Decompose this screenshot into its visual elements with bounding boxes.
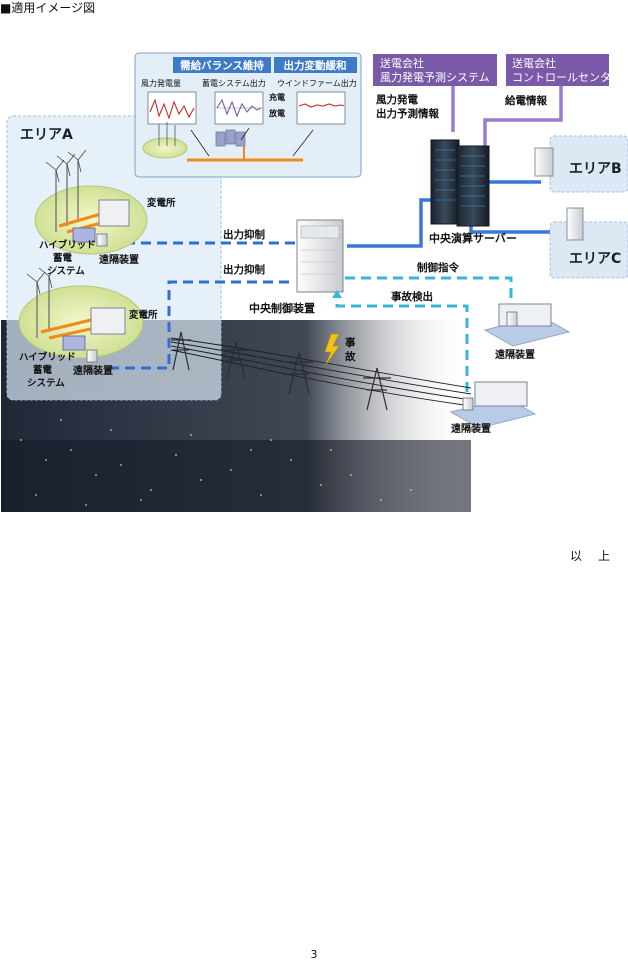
svg-text:風力発電予測システム: 風力発電予測システム: [380, 70, 490, 84]
label-charge: 充電: [269, 92, 285, 102]
site2-illustration: [18, 265, 144, 363]
area-b-cabinet: [534, 147, 554, 177]
city-night-background: [1, 320, 471, 512]
site2-substation-label: 変電所: [129, 309, 158, 321]
svg-text:送電会社: 送電会社: [380, 56, 424, 70]
output-suppression-links: [109, 241, 295, 370]
graph-label-wind: 風力発電量: [141, 78, 181, 88]
site2-remote-label: 遠隔装置: [73, 364, 113, 377]
inset-panel: 需給バランス維持 出力変動緩和 風力発電量 蓄電システム出力 ウインドファーム出…: [134, 52, 362, 178]
area-c-label: エリアC: [569, 251, 621, 267]
purple-links: [451, 86, 563, 148]
svg-text:送電会社: 送電会社: [512, 56, 556, 70]
suppression-label-2: 出力抑制: [223, 263, 265, 276]
incident-label-1: 事: [345, 336, 356, 349]
control-command-label: 制御指令: [417, 261, 459, 274]
site1-substation-label: 変電所: [147, 197, 176, 209]
figure-heading: ■適用イメージ図: [0, 1, 96, 15]
remote-substation-2: [449, 381, 537, 429]
area-c-panel: [549, 221, 628, 279]
graph-label-storage: 蓄電システム出力: [202, 78, 266, 88]
site1-hybrid-label-1: ハイブリッド: [39, 239, 96, 251]
site2-hybrid-label-2: 蓄電: [33, 364, 53, 376]
dispatch-info-label: 給電情報: [505, 94, 547, 107]
application-image-figure: エリアA 需給バランス維持 出力変動緩和 風力発電量 蓄電システム出力 ウインド…: [1, 20, 628, 512]
svg-text:コントロールセンタ: コントロールセンタ: [512, 71, 611, 84]
remote-right-label-1: 遠隔装置: [495, 348, 535, 361]
tower-2: [223, 341, 249, 379]
forecast-info-label-2: 出力予測情報: [376, 107, 439, 120]
site1-hybrid-label-3: システム: [47, 266, 85, 277]
tso-forecast-system-box: 送電会社 風力発電予測システム: [373, 54, 497, 86]
site1-remote-label: 遠隔装置: [99, 253, 139, 266]
central-controller-icon: [296, 219, 344, 293]
page-number: 3: [310, 948, 318, 961]
tag-supply-balance: 需給バランス維持: [180, 59, 264, 72]
area-c-cabinet: [566, 207, 584, 241]
graph-label-farm: ウインドファーム出力: [277, 78, 357, 88]
central-server-icon: [430, 139, 490, 227]
area-a-label: エリアA: [20, 127, 73, 143]
suppression-label-1: 出力抑制: [223, 228, 265, 241]
tower-3: [285, 351, 313, 395]
site1-illustration: [34, 149, 148, 255]
site1-hybrid-label-2: 蓄電: [53, 252, 73, 264]
ending-mark: 以 上: [569, 549, 612, 563]
incident-label-2: 故: [345, 350, 356, 363]
forecast-info-label-1: 風力発電: [376, 93, 418, 106]
lightning-icon: [324, 333, 340, 367]
central-server-label: 中央演算サーバー: [429, 231, 517, 245]
remote-substation-1: [483, 303, 571, 347]
central-controller-label: 中央制御装置: [249, 301, 315, 315]
tag-output-smoothing: 出力変動緩和: [284, 59, 347, 72]
site2-hybrid-label-1: ハイブリッド: [19, 351, 76, 363]
site2-hybrid-label-3: システム: [27, 378, 65, 389]
tower-4: [363, 367, 391, 411]
tso-control-center-box: 送電会社 コントロールセンタ: [506, 54, 611, 86]
transmission-lines: [170, 337, 472, 407]
remote-right-label-2: 遠隔装置: [451, 422, 491, 435]
label-discharge: 放電: [268, 108, 285, 118]
fault-detection-label: 事故検出: [391, 290, 433, 303]
tower-1: [171, 331, 191, 371]
area-b-label: エリアB: [569, 161, 622, 177]
